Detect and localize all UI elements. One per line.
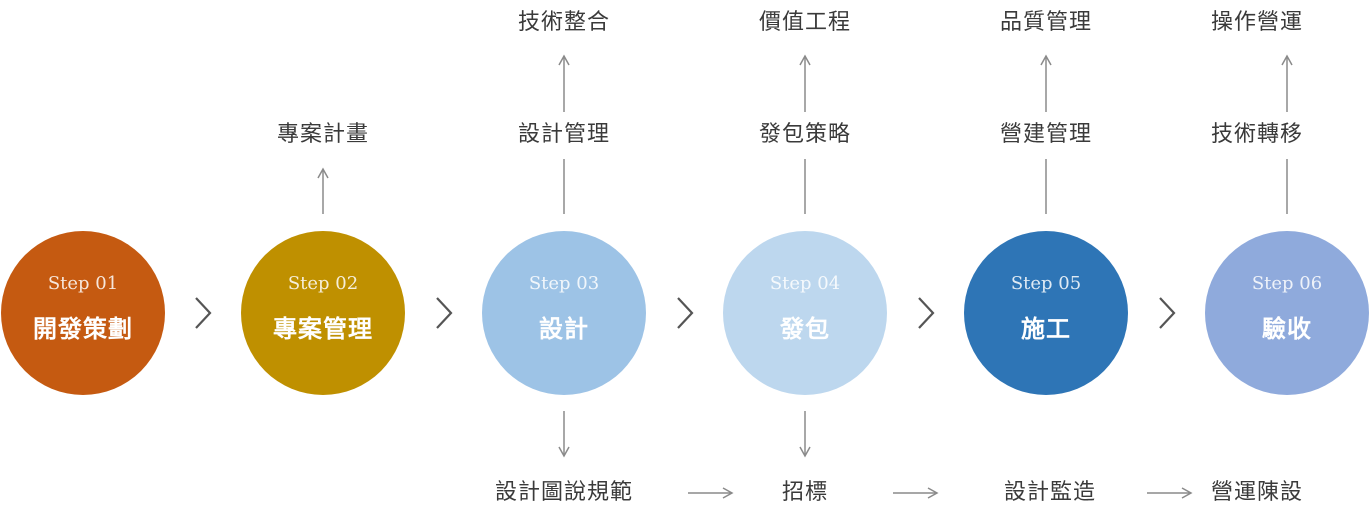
step-title: 專案管理: [273, 314, 373, 343]
step-02-circle: Step 02 專案管理: [241, 231, 405, 395]
step-01-circle: Step 01 開發策劃: [1, 231, 165, 395]
step-03-lower-label: 設計圖說規範: [494, 480, 633, 505]
step-number: Step 01: [47, 273, 119, 294]
step-04-mid-label: 發包策略: [758, 122, 851, 147]
chevron-right-icon: [1159, 297, 1176, 329]
step-number: Step 02: [287, 273, 359, 294]
step-05-lower-label: 設計監造: [1003, 480, 1096, 505]
step-05-top-label: 品質管理: [999, 10, 1092, 35]
step-number: Step 06: [1251, 273, 1323, 294]
step-title: 發包: [780, 314, 830, 343]
chevron-right-icon: [195, 297, 212, 329]
step-title: 驗收: [1262, 314, 1312, 343]
step-title: 開發策劃: [33, 314, 133, 343]
step-number: Step 05: [1010, 273, 1082, 294]
chevron-right-icon: [918, 297, 935, 329]
step-02-upper-label: 專案計畫: [276, 122, 369, 147]
step-title: 施工: [1021, 314, 1071, 343]
step-number: Step 04: [769, 273, 841, 294]
step-03-top-label: 技術整合: [517, 10, 610, 35]
step-04-top-label: 價值工程: [758, 10, 851, 35]
step-04-circle: Step 04 發包: [723, 231, 887, 395]
step-04-lower-label: 招標: [781, 480, 828, 505]
step-06-mid-label: 技術轉移: [1210, 122, 1303, 147]
step-06-circle: Step 06 驗收: [1205, 231, 1369, 395]
chevron-right-icon: [677, 297, 694, 329]
step-06-lower-label: 營運陳設: [1210, 480, 1303, 505]
step-03-circle: Step 03 設計: [482, 231, 646, 395]
step-03-mid-label: 設計管理: [517, 122, 610, 147]
chevron-right-icon: [436, 297, 453, 329]
step-06-top-label: 操作營運: [1210, 10, 1303, 35]
step-title: 設計: [539, 314, 589, 343]
step-number: Step 03: [528, 273, 600, 294]
step-05-circle: Step 05 施工: [964, 231, 1128, 395]
step-05-mid-label: 營建管理: [999, 122, 1092, 147]
